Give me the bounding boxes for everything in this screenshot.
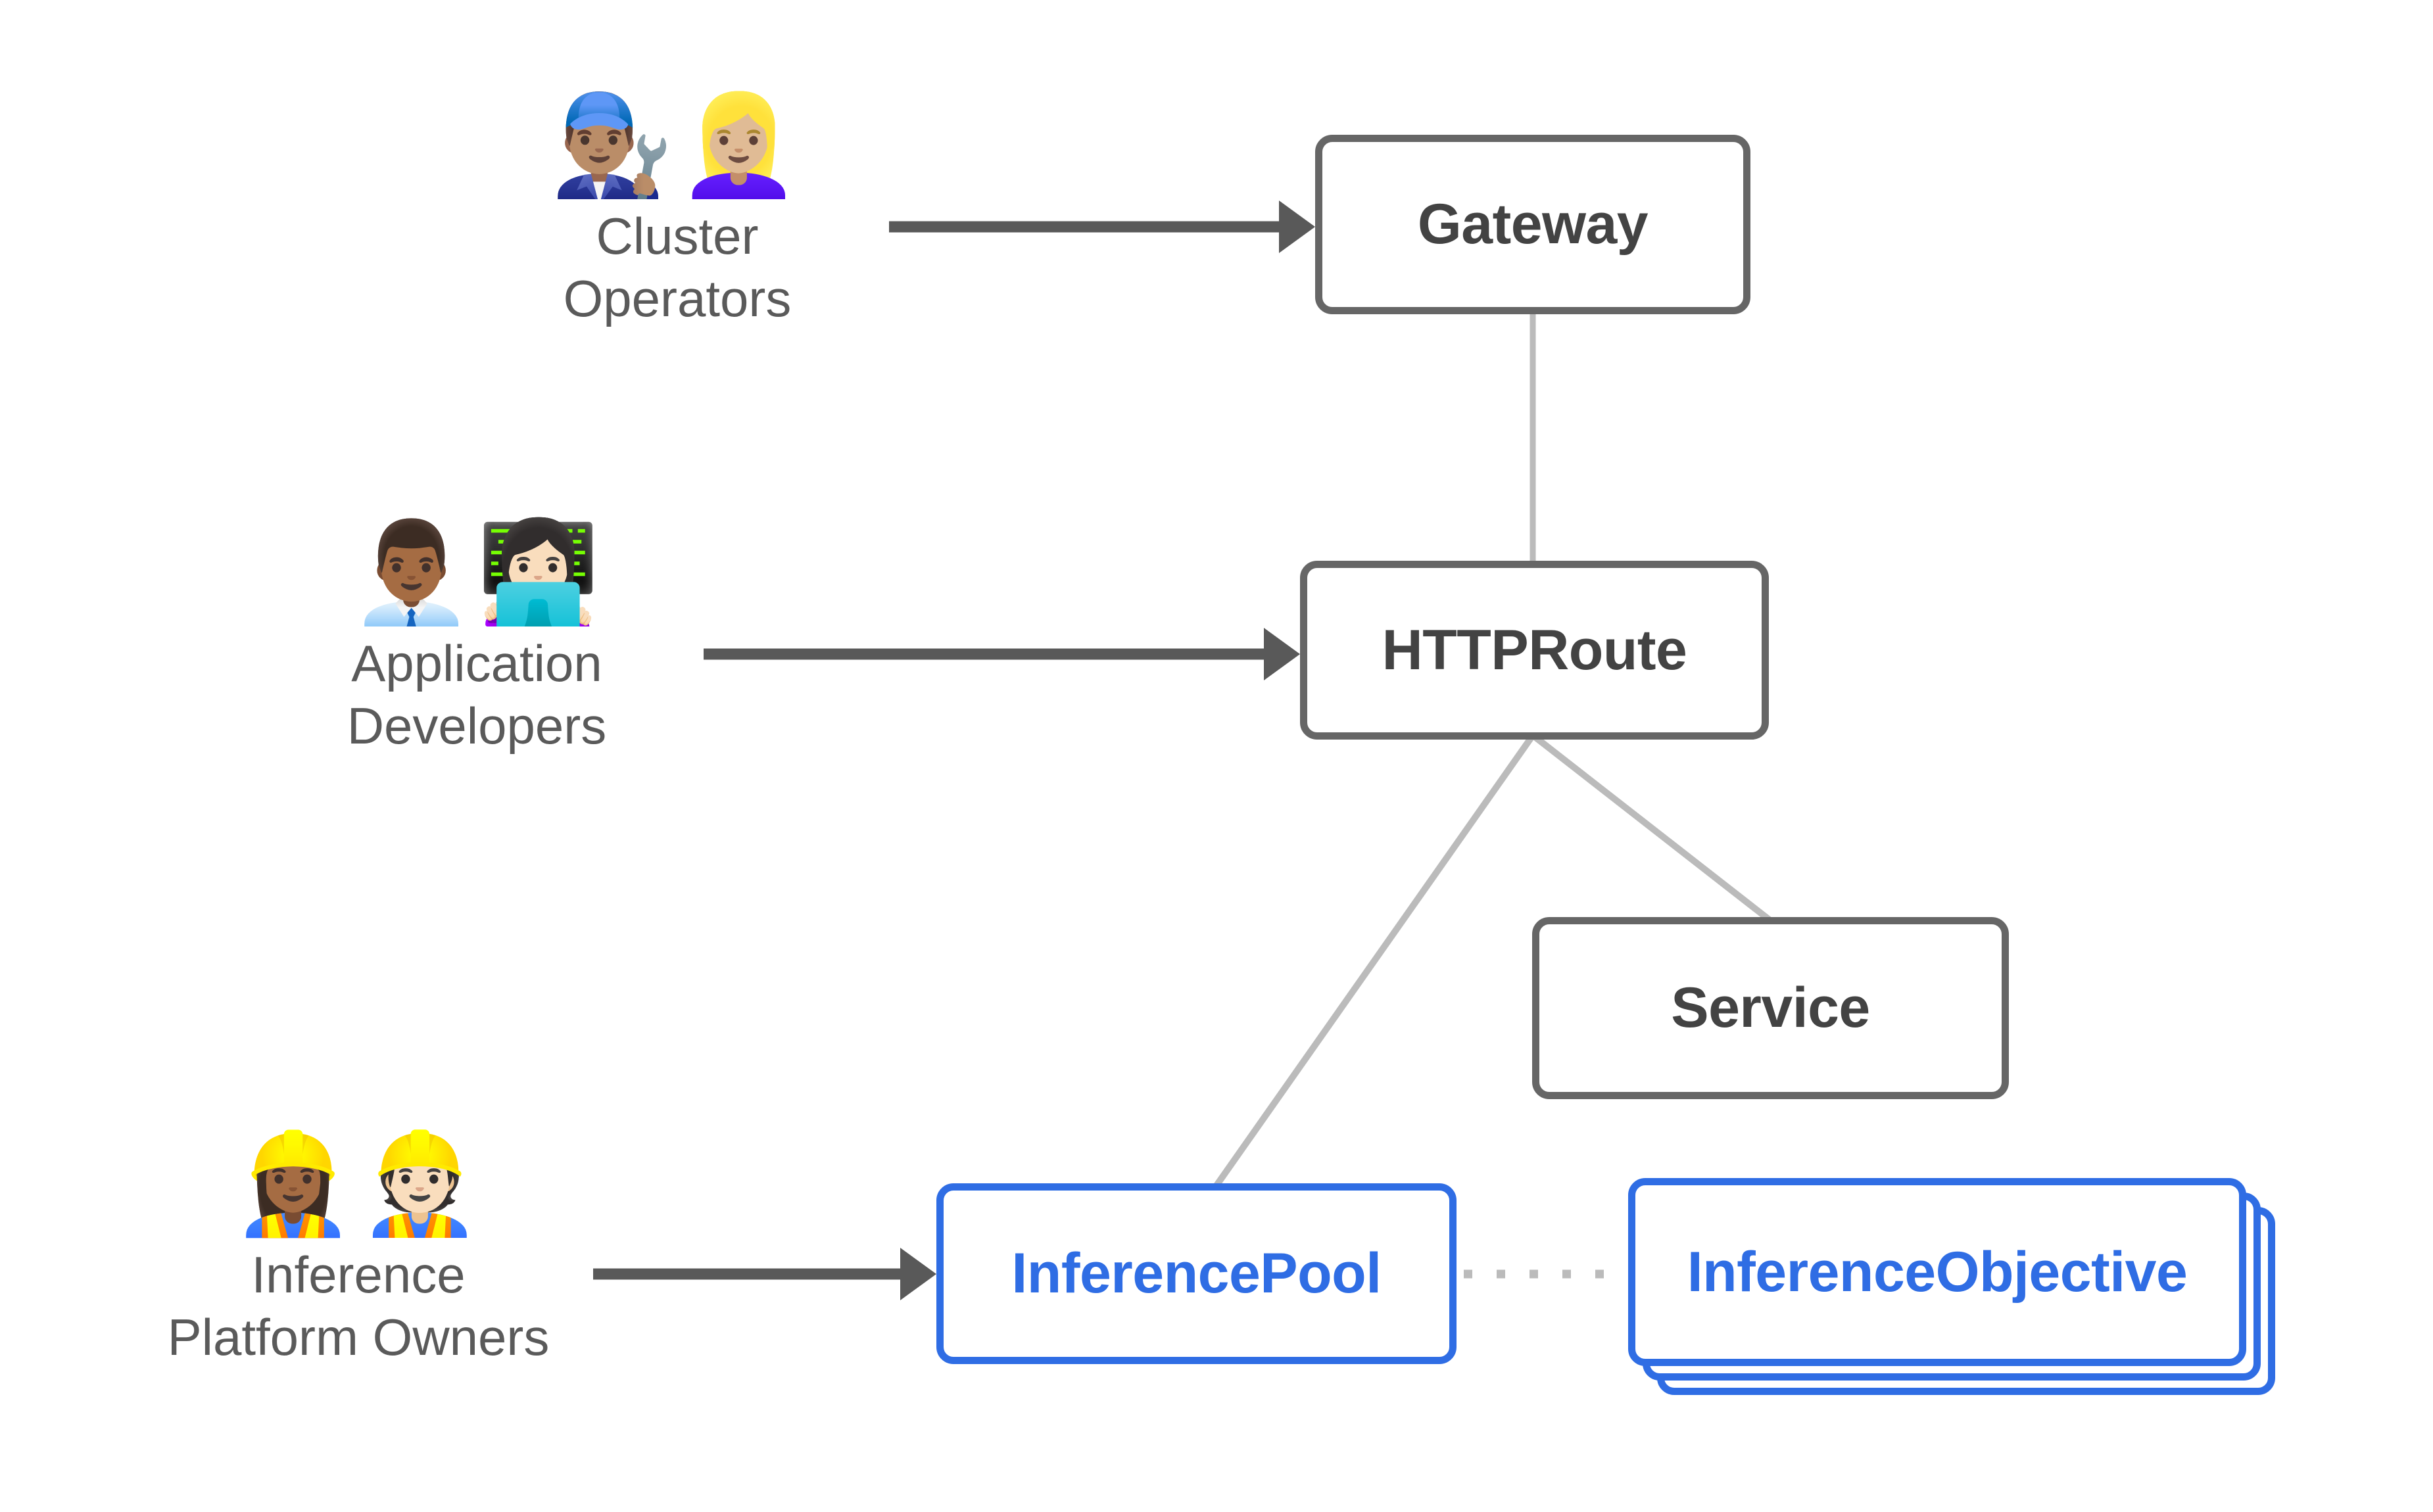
node-inferencepool[interactable]: InferencePool <box>936 1183 1457 1364</box>
application-developers-emoji-pair: 👨🏾‍💼👩🏻‍💻 <box>350 515 604 630</box>
arrow-application-developers-to-httproute <box>704 628 1300 680</box>
cluster-operators-label: Cluster Operators <box>563 207 792 328</box>
node-inferencepool-label: InferencePool <box>1011 1242 1382 1305</box>
cluster-operators-emoji-pair: 👨🏽‍🔧👱🏼‍♀️ <box>550 88 804 202</box>
edge-httproute-inferencepool <box>1212 734 1535 1189</box>
inferenceobjective-card-front[interactable]: InferenceObjective <box>1628 1178 2246 1366</box>
inference-platform-owners-emoji-pair: 👷🏾‍♀️👷🏻 <box>231 1127 485 1241</box>
persona-inference-platform-owners: 👷🏾‍♀️👷🏻 Inference Platform Owners <box>151 1131 566 1369</box>
edge-httproute-service <box>1531 734 1776 926</box>
node-service-label: Service <box>1671 976 1870 1039</box>
inference-platform-owners-label: Inference Platform Owners <box>167 1246 550 1367</box>
node-httproute-label: HTTPRoute <box>1382 618 1687 682</box>
node-inferenceobjective-label: InferenceObjective <box>1687 1240 2188 1304</box>
persona-application-developers: 👨🏾‍💼👩🏻‍💻 Application Developers <box>325 519 628 757</box>
persona-cluster-operators: 👨🏽‍🔧👱🏼‍♀️ Cluster Operators <box>539 92 815 330</box>
arrow-inference-platform-owners-to-inferencepool <box>593 1248 936 1300</box>
node-httproute[interactable]: HTTPRoute <box>1300 561 1769 740</box>
node-gateway[interactable]: Gateway <box>1315 135 1750 314</box>
application-developers-label: Application Developers <box>347 634 607 755</box>
arrow-cluster-operators-to-gateway <box>889 201 1315 253</box>
node-service[interactable]: Service <box>1532 917 2009 1099</box>
node-inferenceobjective-stack[interactable]: InferenceObjective <box>1628 1178 2275 1395</box>
node-gateway-label: Gateway <box>1417 193 1649 256</box>
